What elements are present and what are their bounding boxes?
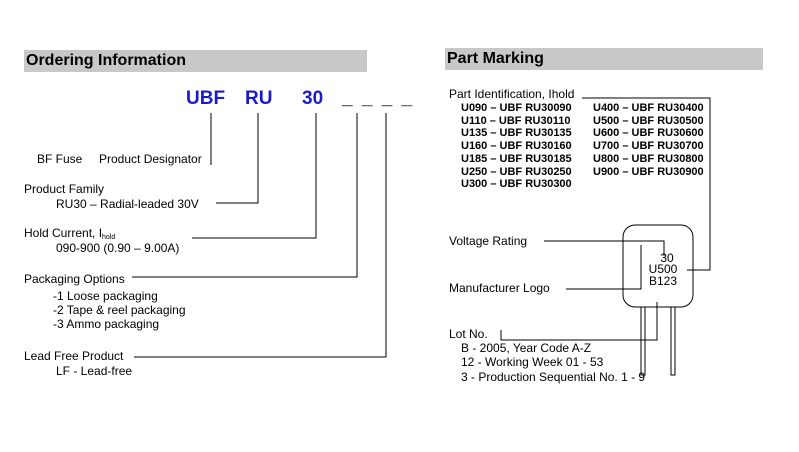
family-desc: RU30 – Radial-leaded 30V — [56, 197, 199, 211]
packaging-option: -2 Tape & reel packaging — [53, 303, 186, 317]
device-body — [622, 224, 694, 308]
hold-subscript: hold — [102, 234, 116, 241]
part-id-item: U600 – UBF RU30600 — [593, 127, 704, 140]
part-id-title: Part Identification, Ihold — [449, 87, 575, 101]
designator-label-b: Product Designator — [99, 152, 202, 166]
ordering-header: Ordering Information — [24, 50, 367, 72]
lot-line: B - 2005, Year Code A-Z — [461, 341, 592, 355]
chip-part-code: U500 — [648, 262, 678, 276]
designator-label-a: BF Fuse — [37, 152, 83, 166]
part-id-item: U160 – UBF RU30160 — [461, 140, 572, 153]
voltage-rating-label: Voltage Rating — [449, 234, 528, 248]
part-id-item: U900 – UBF RU30900 — [593, 165, 704, 178]
part-id-item: U800 – UBF RU30800 — [593, 152, 704, 165]
code-voltage: 30 — [302, 88, 324, 109]
leadfree-connector — [134, 113, 387, 358]
family-title: Product Family — [24, 182, 105, 196]
lot-connector — [500, 302, 658, 341]
lot-line: 3 - Production Sequential No. 1 - 9 — [461, 370, 646, 384]
part-id-item: U400 – UBF RU30400 — [593, 102, 704, 114]
device-lead-right — [670, 306, 676, 376]
code-family: RU — [245, 88, 273, 109]
packaging-title: Packaging Options — [24, 272, 125, 286]
chip-lot-code: B123 — [648, 274, 678, 288]
lot-line: 12 - Working Week 01 - 53 — [461, 355, 604, 369]
part-id-item: U185 – UBF RU30185 — [461, 152, 572, 165]
code-prefix: UBF — [186, 88, 226, 109]
device-lead-left — [640, 306, 646, 376]
part-id-item: U135 – UBF RU30135 — [461, 127, 572, 140]
part-id-item: U090 – UBF RU30090 — [461, 102, 572, 114]
hold-connector — [192, 113, 317, 239]
lot-title: Lot No. — [449, 327, 488, 341]
part-id-item: U700 – UBF RU30700 — [593, 140, 704, 153]
packaging-connector — [132, 113, 358, 278]
logo-connector — [566, 245, 642, 290]
part-id-connector — [582, 97, 711, 271]
family-connector — [216, 113, 259, 204]
part-id-item: U110 – UBF RU30110 — [461, 114, 571, 127]
part-id-list-col2: U400 – UBF RU30400 U500 – UBF RU30500 U6… — [593, 102, 704, 178]
chip-voltage: 30 — [660, 251, 674, 265]
hold-desc: 090-900 (0.90 – 9.00A) — [56, 241, 180, 255]
hold-title: Hold Current, Ihold — [24, 226, 116, 241]
voltage-connector — [544, 240, 665, 256]
part-id-item: U300 – UBF RU30300 — [461, 178, 572, 191]
packaging-option: -3 Ammo packaging — [53, 317, 160, 331]
code-blanks: _ _ _ _ — [342, 88, 415, 109]
leadfree-desc: LF - Lead-free — [56, 364, 133, 378]
leadfree-title: Lead Free Product — [24, 349, 124, 363]
part-id-list-col1: U090 – UBF RU30090 U110 – UBF RU30110 U1… — [461, 102, 572, 191]
part-id-item: U250 – UBF RU30250 — [461, 165, 572, 178]
manufacturer-logo-label: Manufacturer Logo — [449, 281, 550, 295]
marking-header: Part Marking — [445, 48, 763, 70]
packaging-option: -1 Loose packaging — [53, 289, 158, 303]
part-id-item: U500 – UBF RU30500 — [593, 114, 704, 127]
